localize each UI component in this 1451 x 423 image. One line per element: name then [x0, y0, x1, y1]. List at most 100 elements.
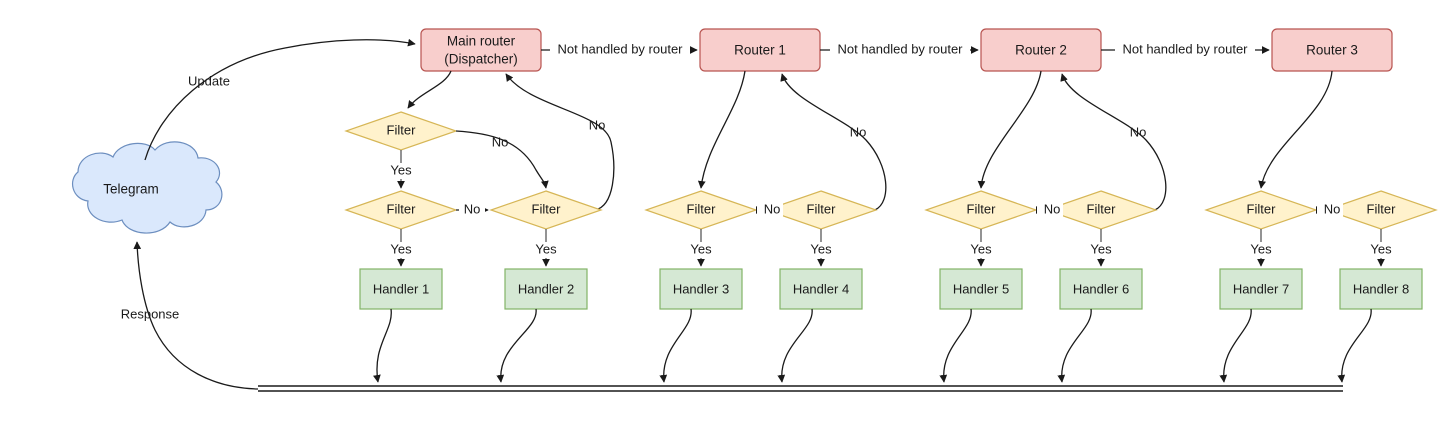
edge-router2-to-filter-f	[977, 70, 1042, 189]
edge-label-no-router1-return: No	[850, 124, 867, 139]
handler-node-1[interactable]: Handler 1	[359, 268, 443, 310]
edge-label-bg-2	[830, 42, 970, 58]
handler-6-label: Handler 6	[1073, 281, 1129, 296]
edge-label-not-handled-3: Not handled by router	[1122, 41, 1248, 56]
router-1-label: Router 1	[734, 43, 786, 58]
edge-label-yes-c: Yes	[535, 241, 557, 256]
edge-label-bg-yes-h	[1241, 242, 1281, 258]
filter-h-label: Filter	[1247, 201, 1277, 216]
edge-handler-3-to-bus	[659, 308, 692, 383]
router-node-1[interactable]: Router 1	[699, 28, 821, 72]
filter-node-c[interactable]: Filter	[489, 190, 603, 230]
edge-label-bg-no-d	[757, 202, 783, 218]
filter-g-label: Filter	[1087, 201, 1117, 216]
edge-handler-4-to-bus	[777, 308, 813, 383]
edge-label-bg-no-b	[459, 202, 485, 218]
edge-label-response: Response	[121, 306, 180, 321]
edge-label-no-f: No	[1044, 201, 1061, 216]
cloud-shape	[71, 141, 223, 234]
handler-7-box	[1219, 268, 1303, 310]
edge-label-no-router2-return: No	[1130, 124, 1147, 139]
filter-d-label: Filter	[687, 201, 717, 216]
handler-7-label: Handler 7	[1233, 281, 1289, 296]
edge-label-bg-yes-g	[1081, 242, 1121, 258]
handler-8-box	[1339, 268, 1423, 310]
edge-label-bg-1	[550, 42, 690, 58]
router-2-label: Router 2	[1015, 43, 1067, 58]
edge-handler-5-to-bus	[939, 308, 972, 383]
handler-node-4[interactable]: Handler 4	[779, 268, 863, 310]
router-node-2[interactable]: Router 2	[980, 28, 1102, 72]
edge-label-not-handled-2: Not handled by router	[837, 41, 963, 56]
filter-a-label: Filter	[387, 122, 417, 137]
edge-label-bg-yes-b	[381, 242, 421, 258]
edge-label-bg-yes-i	[1361, 242, 1401, 258]
edge-label-yes-b: Yes	[390, 241, 412, 256]
router-node-3[interactable]: Router 3	[1271, 28, 1393, 72]
edge-filter-e-no-to-router1	[780, 73, 887, 211]
handler-2-label: Handler 2	[518, 281, 574, 296]
edge-label-yes-f: Yes	[970, 241, 992, 256]
handler-5-box	[939, 268, 1023, 310]
edge-label-bg-3	[1115, 42, 1255, 58]
edge-label-not-handled-1: Not handled by router	[557, 41, 683, 56]
filter-c-label: Filter	[532, 201, 562, 216]
handler-node-3[interactable]: Handler 3	[659, 268, 743, 310]
edge-label-yes-g: Yes	[1090, 241, 1112, 256]
response-bus	[258, 385, 1343, 392]
edge-label-yes-a: Yes	[390, 162, 412, 177]
edge-label-bg-yes-c	[526, 242, 566, 258]
edge-label-no-main-return: No	[589, 117, 606, 132]
edge-label-no-b: No	[464, 201, 481, 216]
handler-node-6[interactable]: Handler 6	[1059, 268, 1143, 310]
filter-node-d[interactable]: Filter	[644, 190, 758, 230]
edge-handler-6-to-bus	[1057, 308, 1092, 383]
telegram-label: Telegram	[103, 182, 159, 197]
handler-node-5[interactable]: Handler 5	[939, 268, 1023, 310]
edge-handler-2-to-bus	[496, 308, 537, 383]
edge-handler-8-to-bus	[1337, 308, 1372, 383]
edge-label-bg-yes-f	[961, 242, 1001, 258]
edge-label-update: Update	[188, 73, 230, 88]
filter-i-label: Filter	[1367, 201, 1397, 216]
edge-label-bg-yes-e	[801, 242, 841, 258]
edge-handler-1-to-bus	[373, 308, 392, 383]
edge-filter-g-no-to-router2	[1060, 73, 1167, 211]
handler-node-2[interactable]: Handler 2	[504, 268, 588, 310]
edge-label-no-d: No	[764, 201, 781, 216]
router-main-label-line2: (Dispatcher)	[444, 52, 518, 67]
router-3-label: Router 3	[1306, 43, 1358, 58]
edge-label-yes-h: Yes	[1250, 241, 1272, 256]
filter-node-a[interactable]: Filter	[344, 111, 458, 151]
edge-label-bg-yes-a	[381, 163, 421, 179]
handler-1-box	[359, 268, 443, 310]
edge-filter-c-no-to-mainrouter	[505, 73, 615, 211]
edge-router3-to-filter-h	[1258, 70, 1333, 189]
edge-label-no-a: No	[492, 134, 509, 149]
handler-node-8[interactable]: Handler 8	[1339, 268, 1423, 310]
router-node-main[interactable]: Main router (Dispatcher)	[420, 28, 542, 72]
edge-label-yes-e: Yes	[810, 241, 832, 256]
filter-node-b[interactable]: Filter	[344, 190, 458, 230]
handler-6-box	[1059, 268, 1143, 310]
edge-label-yes-i: Yes	[1370, 241, 1392, 256]
edge-label-no-h: No	[1324, 201, 1341, 216]
edge-response	[133, 241, 259, 390]
filter-node-h[interactable]: Filter	[1204, 190, 1318, 230]
filter-node-f[interactable]: Filter	[924, 190, 1038, 230]
handler-2-box	[504, 268, 588, 310]
handler-1-label: Handler 1	[373, 281, 429, 296]
handler-4-box	[779, 268, 863, 310]
edge-label-bg-yes-d	[681, 242, 721, 258]
edge-filter-a-no	[455, 130, 549, 189]
handler-node-7[interactable]: Handler 7	[1219, 268, 1303, 310]
edge-label-bg-no-f	[1037, 202, 1063, 218]
edge-handler-7-to-bus	[1219, 308, 1252, 383]
edge-router1-to-filter-d	[697, 70, 746, 189]
handler-3-label: Handler 3	[673, 281, 729, 296]
handler-5-label: Handler 5	[953, 281, 1009, 296]
telegram-cloud-node[interactable]: Telegram	[71, 141, 223, 234]
handler-3-box	[659, 268, 743, 310]
